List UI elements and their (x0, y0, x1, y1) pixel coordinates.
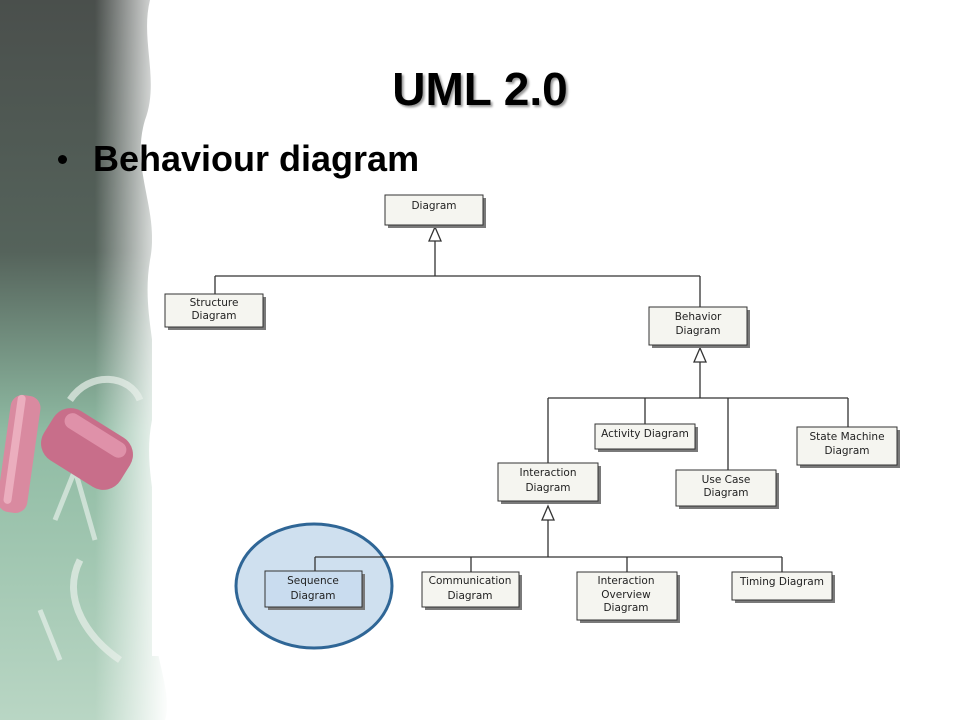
node-diagram-line-0: Diagram (411, 200, 456, 212)
node-activity: Activity Diagram (594, 423, 698, 452)
node-behavior-line-1: Diagram (675, 325, 720, 337)
node-communication-line-0: Communication (429, 575, 512, 587)
node-boxes: Diagram Structure Diagram Behavior Diagr… (164, 194, 900, 623)
node-sequence-line-0: Sequence (287, 575, 339, 587)
node-communication: Communication Diagram (421, 571, 522, 610)
arrowheads (428, 225, 707, 521)
node-timing: Timing Diagram (731, 571, 835, 603)
chalk-swirl (67, 375, 144, 663)
node-statemachine: State Machine Diagram (796, 426, 900, 468)
arrowhead-diagram (428, 225, 442, 242)
node-sequence-line-1: Diagram (290, 590, 335, 602)
node-behavior-line-0: Behavior (675, 311, 722, 323)
node-overview-line-2: Diagram (603, 602, 648, 614)
node-diagram: Diagram (384, 194, 486, 228)
node-overview-line-0: Interaction (598, 575, 655, 587)
pink-chalk-piece (0, 394, 41, 513)
bullet-text: Behaviour diagram (93, 138, 420, 179)
node-usecase-line-0: Use Case (702, 474, 751, 486)
node-behavior: Behavior Diagram (648, 306, 750, 348)
arrowhead-interaction (541, 504, 555, 521)
node-sequence: Sequence Diagram (264, 570, 365, 610)
node-interaction-line-1: Diagram (525, 482, 570, 494)
node-interaction-overview: Interaction Overview Diagram (576, 571, 680, 623)
bullet-dot-icon (58, 154, 67, 164)
node-overview-line-1: Overview (601, 589, 651, 601)
node-interaction-line-0: Interaction (520, 467, 577, 479)
pink-chalk-piece-2 (41, 408, 133, 490)
node-communication-line-1: Diagram (447, 590, 492, 602)
bullet-item: Behaviour diagram (58, 138, 419, 180)
node-activity-line-0: Activity Diagram (601, 428, 689, 440)
connector-lines (214, 240, 849, 572)
node-structure-line-1: Diagram (191, 310, 236, 322)
node-statemachine-line-1: Diagram (824, 445, 869, 457)
node-structure-line-0: Structure (190, 297, 239, 309)
node-usecase-line-1: Diagram (703, 487, 748, 499)
node-statemachine-line-0: State Machine (809, 431, 884, 443)
node-timing-line-0: Timing Diagram (739, 576, 824, 588)
node-interaction: Interaction Diagram (497, 462, 601, 504)
node-usecase: Use Case Diagram (675, 469, 779, 509)
node-structure: Structure Diagram (164, 293, 266, 330)
slide-title: UML 2.0 (392, 63, 568, 115)
arrowhead-behavior (693, 346, 707, 363)
